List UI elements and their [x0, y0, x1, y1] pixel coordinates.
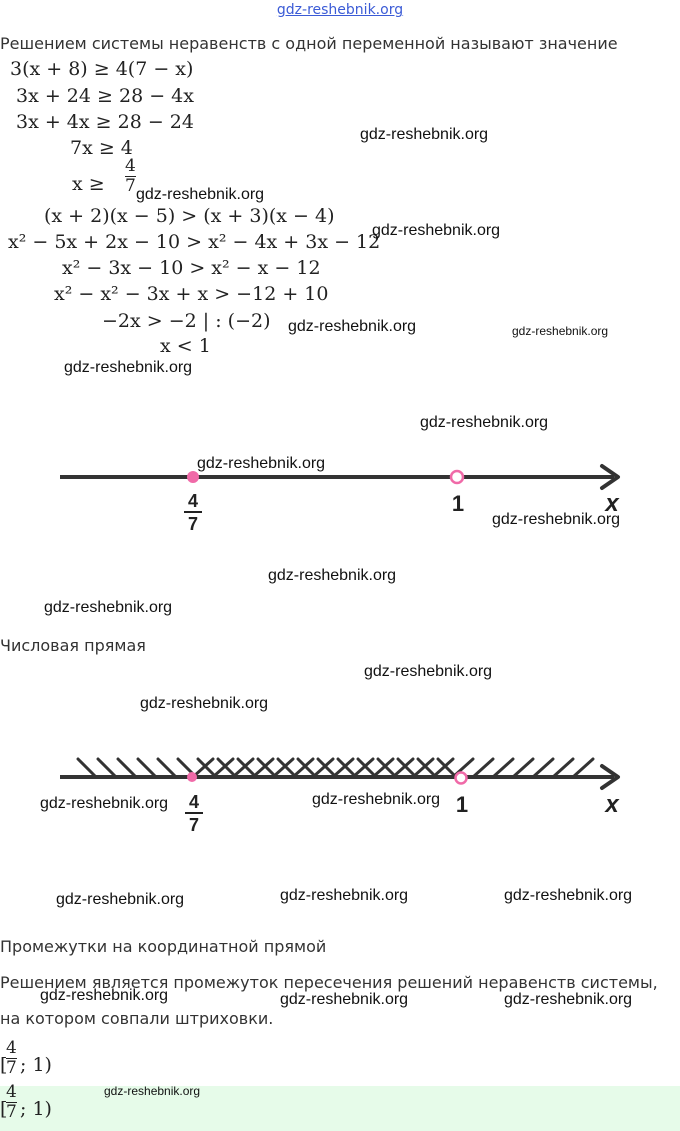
- fraction-numerator: 4: [6, 1038, 17, 1058]
- label-a-den: 7: [188, 514, 198, 534]
- hatching-x-lt: [76, 757, 458, 779]
- answer-fraction: 4 7: [6, 1084, 17, 1121]
- watermark: gdz-reshebnik.org: [197, 455, 326, 472]
- watermark: gdz-reshebnik.org: [280, 887, 409, 904]
- label-a-num: 4: [189, 792, 199, 812]
- watermark: gdz-reshebnik.org: [44, 599, 173, 616]
- watermark: gdz-reshebnik.org: [280, 991, 409, 1008]
- ineq1-line1: 3(x + 8) ≥ 4(7 − x): [10, 58, 194, 80]
- ineq1-line2: 3x + 24 ≥ 28 − 4x: [16, 85, 194, 107]
- watermark: gdz-reshebnik.org: [504, 991, 633, 1008]
- watermark: gdz-reshebnik.org: [288, 318, 417, 335]
- watermark: gdz-reshebnik.org: [56, 891, 185, 908]
- watermark: gdz-reshebnik.org: [364, 663, 493, 680]
- axis-arrow-icon: [600, 464, 620, 490]
- watermark: gdz-reshebnik.org: [40, 987, 169, 1004]
- ineq2-line2: x² − 5x + 2x − 10 > x² − 4x + 3x − 12: [8, 231, 381, 253]
- caption-intervals: Промежутки на координатной прямой: [0, 937, 327, 956]
- ineq1-line4: 7x ≥ 4: [70, 137, 133, 159]
- ineq1-line3: 3x + 4x ≥ 28 − 24: [16, 111, 194, 133]
- axis-arrow-icon: [600, 764, 620, 790]
- hatching-x-gte: [191, 757, 595, 779]
- watermark: gdz-reshebnik.org: [268, 567, 397, 584]
- fraction-denominator: 7: [6, 1058, 17, 1078]
- answer-open-bracket: [: [0, 1054, 8, 1076]
- watermark: gdz-reshebnik.org: [64, 359, 193, 376]
- point-closed: [187, 471, 199, 483]
- watermark: gdz-reshebnik.org: [140, 695, 269, 712]
- intro-text: Решением системы неравенств с одной пере…: [0, 34, 618, 53]
- answer-fraction: 4 7: [6, 1040, 17, 1077]
- point-open: [449, 469, 465, 485]
- axis-label: x: [603, 490, 620, 517]
- watermark: gdz-reshebnik.org: [136, 186, 265, 203]
- answer-close: ; 1): [20, 1054, 52, 1076]
- fraction-numerator: 4: [125, 156, 136, 176]
- label-a-den: 7: [189, 815, 199, 835]
- ineq2-line6: x < 1: [160, 335, 211, 357]
- ineq2-line4: x² − x² − 3x + x > −12 + 10: [54, 283, 329, 305]
- fraction-numerator: 4: [6, 1082, 17, 1102]
- answer-row-highlighted: [ 4 7 ; 1) gdz-reshebnik.org: [0, 1084, 680, 1131]
- label-b: 1: [456, 792, 468, 817]
- axis-label: x: [603, 791, 620, 818]
- ineq2-line5: −2x > −2 | : (−2): [102, 310, 271, 332]
- watermark: gdz-reshebnik.org: [312, 791, 441, 808]
- answer-close: ; 1): [20, 1098, 52, 1120]
- caption-number-line: Числовая прямая: [0, 636, 146, 655]
- site-link[interactable]: gdz-reshebnik.org: [276, 2, 404, 18]
- ineq2-line1: (x + 2)(x − 5) > (x + 3)(x − 4): [44, 205, 335, 227]
- fraction-denominator: 7: [6, 1102, 17, 1122]
- number-line-1: 4 7 1 x: [60, 464, 620, 534]
- watermark: gdz-reshebnik.org: [372, 222, 501, 239]
- watermark: gdz-reshebnik.org: [492, 511, 621, 528]
- label-b: 1: [452, 491, 464, 516]
- label-a-num: 4: [188, 491, 198, 511]
- watermark: gdz-reshebnik.org: [104, 1084, 201, 1098]
- conclusion-line-1: Решением является промежуток пересечения…: [0, 973, 658, 992]
- conclusion-line-2: на котором совпали штриховки.: [0, 1009, 274, 1028]
- watermark: gdz-reshebnik.org: [360, 126, 489, 143]
- watermark: gdz-reshebnik.org: [40, 795, 169, 812]
- watermark: gdz-reshebnik.org: [504, 887, 633, 904]
- answer-open-bracket: [: [0, 1098, 8, 1120]
- fraction-denominator: 7: [125, 176, 136, 196]
- ineq2-line3: x² − 3x − 10 > x² − x − 12: [62, 257, 321, 279]
- point-open: [454, 771, 468, 785]
- answer-row: [ 4 7 ; 1): [0, 1040, 680, 1084]
- number-line-2: 4 7 1 x: [60, 757, 620, 835]
- watermark: gdz-reshebnik.org: [512, 324, 609, 338]
- point-closed: [187, 772, 197, 782]
- watermark: gdz-reshebnik.org: [420, 414, 549, 431]
- ineq1-fraction: 4 7: [125, 158, 136, 195]
- ineq1-line5: x ≥: [72, 173, 105, 195]
